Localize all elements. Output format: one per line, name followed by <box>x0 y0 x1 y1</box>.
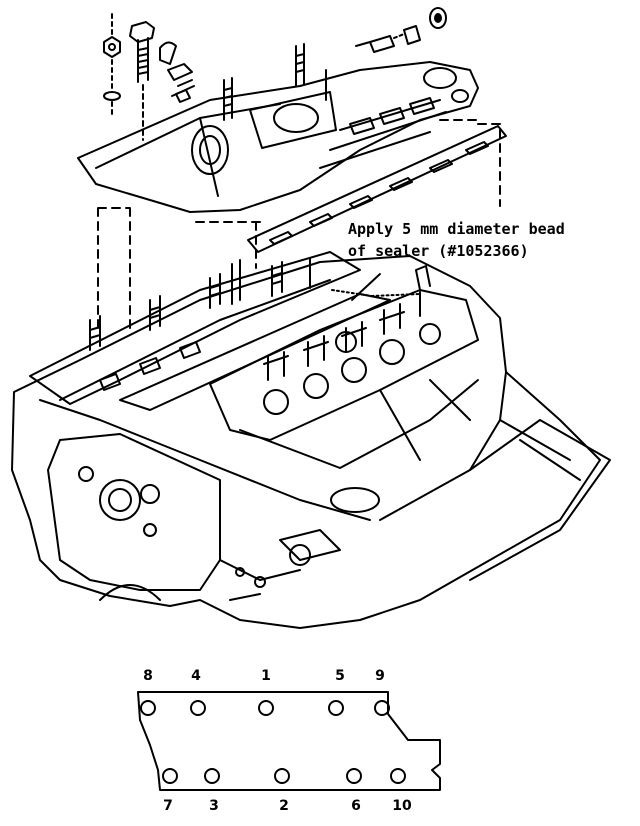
bolt-number-3: 3 <box>209 798 219 814</box>
sealer-callout: Apply 5 mm diameter bead of sealer (#105… <box>348 218 565 262</box>
bolt-number-2: 2 <box>279 798 289 814</box>
callout-line-1: Apply 5 mm diameter bead <box>348 220 565 238</box>
bolt-number-5: 5 <box>335 668 345 684</box>
manifold-gasket <box>97 119 507 331</box>
left-cylinder-head <box>29 251 391 411</box>
right-cylinder-head <box>209 265 479 469</box>
torque-sequence-outline <box>137 691 441 791</box>
fastener-group <box>103 13 195 141</box>
bolt-number-1: 1 <box>261 668 271 684</box>
callout-line-2: of sealer (#1052366) <box>348 242 529 260</box>
bolt-number-7: 7 <box>163 798 173 814</box>
callout-leader <box>351 273 381 301</box>
intake-manifold <box>77 43 479 213</box>
bolt-number-6: 6 <box>351 798 361 814</box>
bolt-number-8: 8 <box>143 668 153 684</box>
sensor-assembly <box>355 7 447 53</box>
bolt-number-10: 10 <box>392 798 412 814</box>
bolt-number-9: 9 <box>375 668 385 684</box>
sealer-bead <box>331 289 421 297</box>
engine-block <box>11 255 611 629</box>
bolt-number-4: 4 <box>191 668 201 684</box>
